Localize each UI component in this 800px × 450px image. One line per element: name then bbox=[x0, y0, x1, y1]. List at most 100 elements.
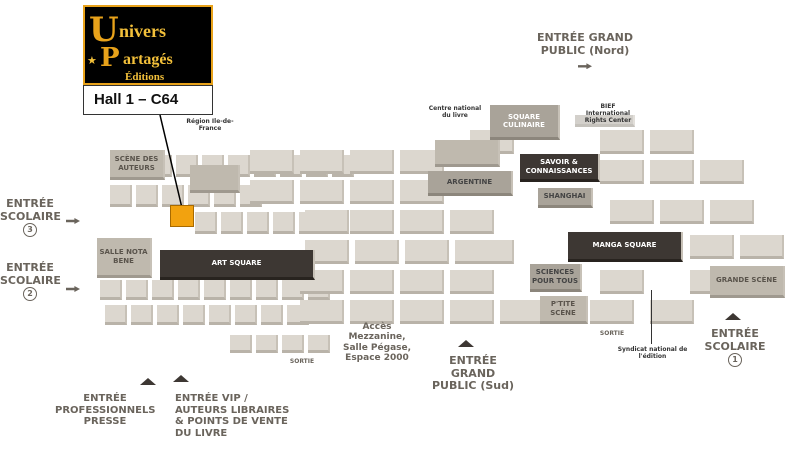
entrance-pro[interactable]: ENTRÉE PROFESSIONNELS PRESSE bbox=[55, 393, 156, 427]
stand-block[interactable] bbox=[610, 200, 654, 224]
stand-block[interactable] bbox=[350, 150, 394, 174]
stand-block[interactable] bbox=[590, 300, 634, 324]
label: SALLE NOTA BENE bbox=[99, 248, 148, 265]
sortie-label: SORTIE bbox=[289, 358, 315, 365]
zone-shanghai[interactable]: SHANGHAI bbox=[538, 188, 593, 208]
stand-block[interactable] bbox=[247, 212, 269, 234]
stand-block[interactable] bbox=[710, 200, 754, 224]
zone-ptite-scene[interactable]: P'TITE SCÈNE bbox=[540, 296, 588, 324]
stand-block[interactable] bbox=[256, 280, 278, 300]
stand-block[interactable] bbox=[350, 210, 394, 234]
stand-block[interactable] bbox=[250, 180, 294, 204]
stand-block[interactable] bbox=[256, 335, 278, 353]
zone-savoir[interactable]: SAVOIR & CONNAISSANCES bbox=[520, 154, 600, 182]
region-label: Région Ile-de-France bbox=[186, 118, 234, 133]
stand-block[interactable] bbox=[131, 305, 153, 325]
stand-c64-marker[interactable] bbox=[170, 205, 194, 227]
stand-block[interactable] bbox=[230, 280, 252, 300]
stand-block[interactable] bbox=[400, 210, 444, 234]
zone-sciences[interactable]: SCIENCES POUR TOUS bbox=[530, 264, 582, 292]
stand-block[interactable] bbox=[650, 130, 694, 154]
stand-block[interactable] bbox=[450, 210, 494, 234]
stand-block[interactable] bbox=[470, 240, 514, 264]
stand-block[interactable] bbox=[700, 160, 744, 184]
stand-block[interactable] bbox=[209, 305, 231, 325]
entrance-vip[interactable]: ENTRÉE VIP / AUTEURS LIBRAIRES & POINTS … bbox=[175, 393, 290, 439]
zone-argentine[interactable]: ARGENTINE bbox=[428, 171, 513, 196]
stand-block[interactable] bbox=[273, 212, 295, 234]
zone-bief[interactable] bbox=[575, 115, 635, 127]
stand-block[interactable] bbox=[152, 280, 174, 300]
svg-text:nivers: nivers bbox=[119, 21, 166, 41]
arrow-up-icon bbox=[173, 375, 189, 382]
svg-text:U: U bbox=[89, 10, 119, 50]
stand-block[interactable] bbox=[350, 180, 394, 204]
stand-block[interactable] bbox=[355, 240, 399, 264]
stand-block[interactable] bbox=[300, 180, 344, 204]
stand-block[interactable] bbox=[450, 270, 494, 294]
entrance-nord[interactable]: ENTRÉE GRAND PUBLIC (Nord) bbox=[530, 31, 640, 70]
stand-block[interactable] bbox=[300, 150, 344, 174]
stand-block[interactable] bbox=[600, 270, 644, 294]
stand-block[interactable] bbox=[600, 130, 644, 154]
label: ART SQUARE bbox=[211, 259, 262, 268]
logo-graphic: U nivers ★ P artagés Éditions bbox=[87, 10, 173, 83]
label: ENTRÉE SCOLAIRE bbox=[0, 261, 61, 287]
cnl-label: Centre national du livre bbox=[428, 105, 482, 120]
zone-region[interactable] bbox=[190, 165, 240, 193]
acces-mezzanine[interactable]: Accès Mezzanine, Salle Pégase, Espace 20… bbox=[342, 322, 412, 364]
stand-block[interactable] bbox=[600, 160, 644, 184]
stand-block[interactable] bbox=[650, 160, 694, 184]
label: ENTRÉE SCOLAIRE bbox=[0, 197, 61, 223]
label: ENTRÉE SCOLAIRE bbox=[704, 327, 766, 353]
stand-block[interactable] bbox=[350, 300, 394, 324]
zone-art-square[interactable]: ART SQUARE bbox=[160, 250, 315, 280]
label: ENTRÉE GRAND PUBLIC (Nord) bbox=[537, 31, 633, 57]
stand-block[interactable] bbox=[235, 305, 257, 325]
stand-block[interactable] bbox=[740, 235, 784, 259]
stand-block[interactable] bbox=[105, 305, 127, 325]
syndicat-label: Syndicat national de l'édition bbox=[617, 346, 688, 361]
entrance-sud[interactable]: ENTRÉE GRAND PUBLIC (Sud) bbox=[431, 354, 515, 393]
stand-block[interactable] bbox=[126, 280, 148, 300]
zone-cnl[interactable] bbox=[435, 140, 500, 167]
stand-block[interactable] bbox=[400, 270, 444, 294]
zone-grande-scene[interactable]: GRANDE SCÈNE bbox=[710, 266, 785, 298]
stand-block[interactable] bbox=[282, 335, 304, 353]
svg-text:P: P bbox=[100, 43, 120, 73]
stand-block[interactable] bbox=[195, 212, 217, 234]
stand-block[interactable] bbox=[250, 150, 294, 174]
stand-block[interactable] bbox=[400, 300, 444, 324]
stand-block[interactable] bbox=[308, 335, 330, 353]
stand-block[interactable] bbox=[178, 280, 200, 300]
stand-block[interactable] bbox=[204, 280, 226, 300]
stand-block[interactable] bbox=[300, 300, 344, 324]
stand-block[interactable] bbox=[690, 235, 734, 259]
stand-block[interactable] bbox=[261, 305, 283, 325]
stand-block[interactable] bbox=[350, 270, 394, 294]
stand-block[interactable] bbox=[136, 185, 158, 207]
zone-nota-bene[interactable]: SALLE NOTA BENE bbox=[97, 238, 152, 278]
stand-block[interactable] bbox=[183, 305, 205, 325]
stand-block[interactable] bbox=[660, 200, 704, 224]
stand-block[interactable] bbox=[230, 335, 252, 353]
stand-block[interactable] bbox=[500, 300, 544, 324]
zone-scene-auteurs[interactable]: SCÈNE DES AUTEURS bbox=[110, 150, 165, 180]
sortie-label: SORTIE bbox=[599, 330, 625, 337]
stand-block[interactable] bbox=[157, 305, 179, 325]
stand-block[interactable] bbox=[650, 300, 694, 324]
stand-block[interactable] bbox=[110, 185, 132, 207]
zone-manga[interactable]: MANGA SQUARE bbox=[568, 232, 683, 262]
label: SAVOIR & CONNAISSANCES bbox=[525, 158, 593, 175]
stand-block[interactable] bbox=[305, 210, 349, 234]
stand-block[interactable] bbox=[450, 300, 494, 324]
stand-block[interactable] bbox=[405, 240, 449, 264]
stand-block[interactable] bbox=[100, 280, 122, 300]
zone-square-culinaire[interactable]: SQUARE CULINAIRE bbox=[490, 105, 560, 140]
stand-block[interactable] bbox=[221, 212, 243, 234]
